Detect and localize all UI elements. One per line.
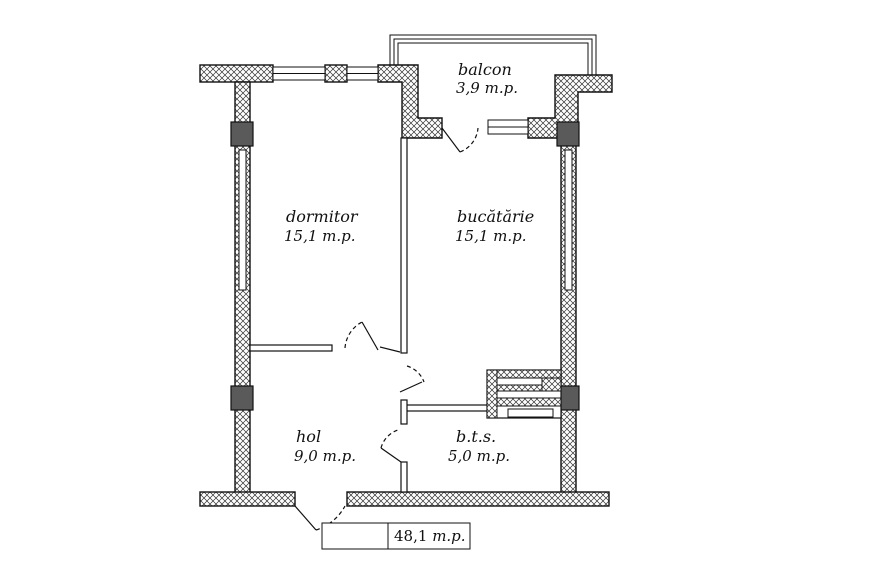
window-right-wall: [564, 149, 573, 291]
door-kitchen-leaf: [399, 381, 423, 393]
door-bts-leaf: [380, 447, 402, 463]
door-balcony-swing: [459, 127, 479, 153]
svg-text:48,1 m.p.: 48,1 m.p.: [394, 527, 466, 545]
door-dormitor-leaf: [361, 321, 379, 351]
column-left-bottom: [230, 385, 254, 411]
window-left-wall: [238, 149, 247, 291]
room-name: balcon: [458, 60, 512, 79]
room-area: 15,1 m.p.: [455, 227, 527, 245]
door-kitchen-swing: [406, 365, 425, 383]
room-name: bucătărie: [457, 207, 534, 226]
top-windows: [272, 66, 529, 135]
wall-top-pier: [324, 64, 348, 83]
vent-shaft-detail: [486, 369, 562, 419]
balcony-rail: [389, 34, 597, 75]
total-area-unit: m.p.: [432, 527, 465, 545]
wall-balcony-left: [377, 64, 443, 139]
door-bts-swing: [380, 429, 399, 449]
door-entrance-swing: [315, 505, 346, 531]
partition-hol-bts: [400, 461, 408, 493]
doors: [294, 127, 479, 531]
door-dormitor-swing: [344, 321, 363, 349]
partition-bts-top: [403, 404, 496, 412]
room-name: b.t.s.: [456, 427, 496, 446]
side-windows: [238, 149, 573, 291]
room-label-bts: b.t.s. 5,0 m.p.: [448, 427, 510, 465]
room-name: dormitor: [286, 207, 359, 226]
room-label-hol: hol 9,0 m.p.: [294, 427, 356, 465]
door-entrance-leaf: [294, 505, 317, 531]
wall-bottom-left: [199, 491, 296, 507]
room-area: 15,1 m.p.: [284, 227, 356, 245]
room-label-balcon: balcon 3,9 m.p.: [456, 60, 518, 97]
room-area: 3,9 m.p.: [456, 79, 518, 97]
room-label-bucatarie: bucătărie 15,1 m.p.: [455, 207, 534, 245]
column-right-top: [556, 121, 580, 147]
total-area-box: 48,1 m.p.: [321, 522, 471, 550]
room-area: 9,0 m.p.: [294, 447, 356, 465]
room-label-dormitor: dormitor 15,1 m.p.: [284, 207, 359, 245]
column-left-top: [230, 121, 254, 147]
room-name: hol: [296, 427, 321, 446]
total-area-value: 48,1: [394, 527, 427, 545]
wall-bottom-right: [346, 491, 610, 507]
door-balcony-leaf: [441, 127, 461, 153]
partition-dormitor-bottom: [249, 344, 333, 352]
partition-stub: [400, 399, 408, 425]
room-area: 5,0 m.p.: [448, 447, 510, 465]
wall-top-left: [199, 64, 274, 83]
partition-dormitor-bucatarie: [400, 137, 408, 354]
columns: [230, 121, 580, 411]
